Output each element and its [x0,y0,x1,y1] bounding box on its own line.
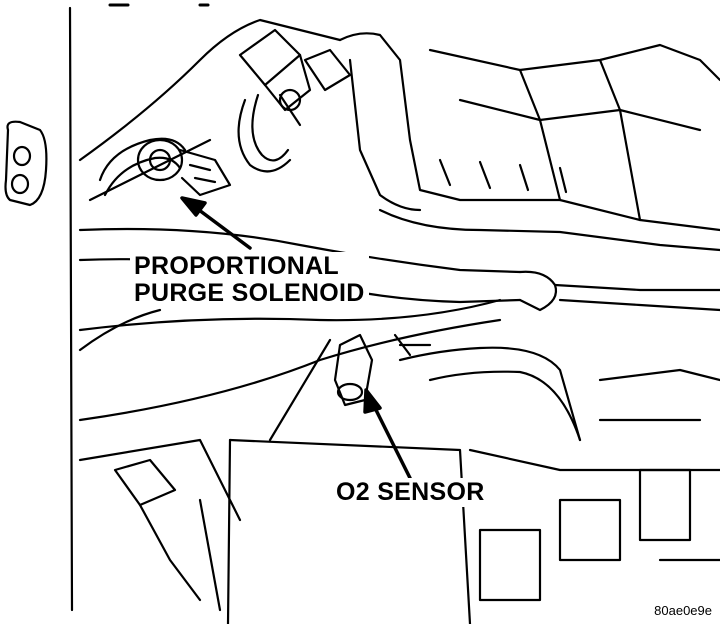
solenoid-pointer-arrow [180,196,252,250]
air-box [338,32,720,252]
engine-block [226,438,720,624]
figure-code: 80ae0e9e [654,603,712,618]
solenoid-label-line2: PURGE SOLENOID [134,279,365,307]
lower-bracket [78,438,242,612]
purge-solenoid [136,138,232,197]
vacuum-hose [98,93,292,197]
o2-pointer-arrow [363,388,412,480]
bracket-left [4,120,48,207]
solenoid-label-line1: PROPORTIONAL [134,252,339,280]
o2-sensor-label: O2 SENSOR [332,478,489,507]
proportional-purge-solenoid-label: PROPORTIONAL PURGE SOLENOID [130,252,369,308]
connector-top [238,28,352,127]
frame-edge [68,3,210,612]
exhaust-manifold [398,346,720,442]
